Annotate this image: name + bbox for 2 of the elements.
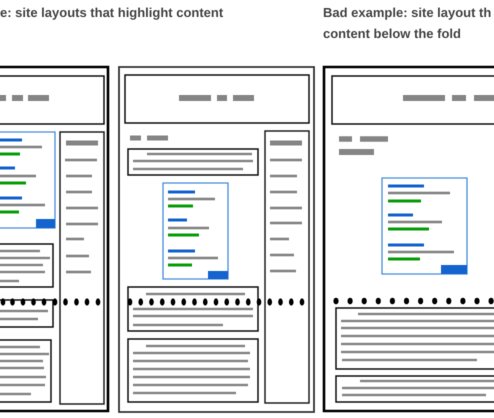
panel-heading: Bad example: site layout th content below the fold xyxy=(323,4,492,43)
panel-heading: e: site layouts that highlight content xyxy=(0,4,224,22)
